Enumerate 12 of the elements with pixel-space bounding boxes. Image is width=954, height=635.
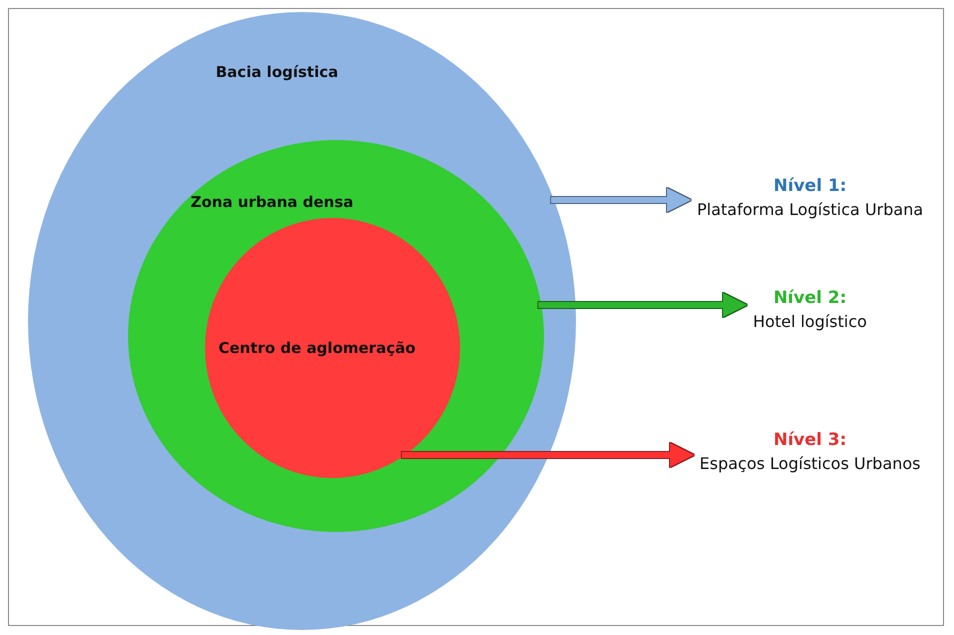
zone-label: Bacia logística	[216, 63, 338, 81]
arrow	[551, 188, 691, 212]
zone-label: Zona urbana densa	[190, 193, 354, 211]
level-description: Hotel logístico	[753, 312, 867, 331]
arrow	[402, 443, 694, 467]
level-heading: Nível 2:	[772, 288, 848, 308]
level-description: Plataforma Logística Urbana	[697, 200, 924, 219]
arrow	[538, 293, 747, 317]
zone-label: Centro de aglomeração	[218, 339, 416, 357]
level-heading: Nível 3:	[772, 430, 848, 450]
level-description: Espaços Logísticos Urbanos	[700, 454, 921, 473]
level-heading: Nível 1:	[772, 176, 848, 196]
